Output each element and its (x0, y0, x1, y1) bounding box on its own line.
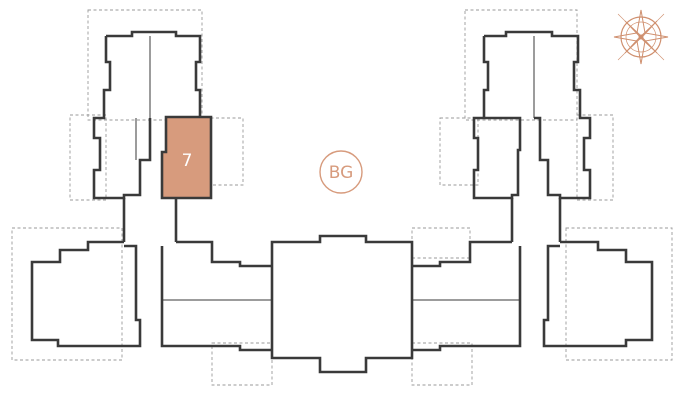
unit-7-shape[interactable] (160, 115, 213, 200)
floor-label: BG (319, 150, 363, 194)
unit-7-label: 7 (182, 151, 193, 171)
unit-7[interactable]: 7 (160, 115, 213, 200)
floor-label-text: BG (329, 163, 354, 183)
central-block (270, 234, 414, 374)
terrace-outlines (11, 9, 673, 386)
left-wing (30, 30, 272, 352)
right-wing (412, 30, 654, 352)
compass-rose-icon (613, 9, 669, 65)
